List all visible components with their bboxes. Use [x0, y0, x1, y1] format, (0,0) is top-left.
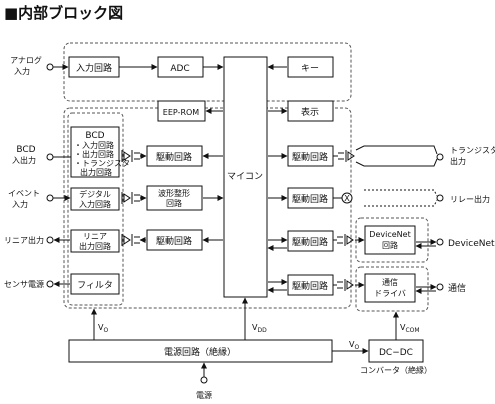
bcd-line-4: ・トランジスタ: [74, 159, 130, 168]
comm-driver-block: [364, 273, 416, 303]
relay-label: リレー出力: [450, 194, 490, 204]
filter-block: [70, 273, 120, 295]
linear-output-block: [70, 229, 120, 253]
bcd-line-2: ・入力回路: [74, 140, 114, 150]
bcd-line-1: BCD: [85, 131, 104, 141]
linear-line-2: 出力回路: [79, 241, 111, 251]
optocoupler-left-3: [121, 234, 140, 246]
terminal-sensor: [46, 280, 54, 288]
bcd-line-3: ・出力回路: [74, 149, 114, 159]
drive-block-left-1: [146, 145, 203, 167]
devicenet-circuit-line-1: DeviceNet: [369, 230, 410, 239]
input-circuit-label: 入力回路: [76, 62, 112, 74]
event-label-1: イベント: [8, 189, 40, 198]
drive-block-right-3: [287, 230, 334, 252]
devicenet-label: DeviceNet: [448, 239, 495, 249]
analog-label-2: 入力: [14, 66, 30, 76]
terminal-power: [200, 376, 208, 384]
optocoupler-left-2: [121, 192, 140, 204]
linear-out-label: リニア出力: [4, 235, 44, 245]
key-block: [287, 56, 334, 78]
optocoupler-right-4: [337, 279, 354, 291]
vcom-label: VCOM: [400, 323, 420, 334]
drive-label-right-1: 駆動回路: [292, 151, 328, 163]
terminal-event: [46, 194, 54, 202]
terminal-linear: [46, 236, 54, 244]
power-circuit-label: 電源回路（絶縁）: [164, 346, 236, 358]
drive-label-right-2: 駆動回路: [292, 193, 328, 205]
optocoupler-right-3: [337, 234, 354, 246]
waveshape-block: [146, 185, 203, 211]
analog-label-1: アナログ: [10, 55, 42, 65]
terminal-relay: [436, 194, 444, 202]
terminal-bcd: [46, 153, 54, 161]
bcd-line-5: 出力回路: [80, 167, 112, 177]
display-block: [287, 100, 334, 122]
drive-label-left-1: 駆動回路: [156, 151, 192, 163]
transistor-label-2: 出力: [450, 156, 466, 166]
drive-label-right-3: 駆動回路: [292, 236, 328, 248]
transistor-output-wiring: [355, 145, 438, 167]
upper-dashed-group: [63, 42, 352, 102]
comm-label: 通信: [448, 282, 466, 294]
relay-x-label: X: [344, 194, 350, 203]
display-label: 表示: [301, 106, 319, 118]
converter-label: コンバータ（絶縁）: [360, 365, 432, 375]
waveshape-line-2: 回路: [166, 198, 182, 208]
linear-line-1: リニア: [83, 232, 107, 241]
power-supply-label: 電源: [196, 391, 212, 400]
terminal-transistor: [436, 153, 444, 161]
relay-coil-icon: [341, 192, 353, 204]
waveshape-line-1: 波形整形: [158, 188, 190, 198]
digital-input-line-1: デジタル: [79, 189, 111, 199]
key-label: キー: [301, 64, 319, 74]
event-label-2: 入力: [12, 199, 28, 209]
mcu-label: マイコン: [227, 172, 263, 182]
relay-output-wiring: [364, 189, 438, 207]
bcd-io-label-1: BCD: [16, 145, 35, 155]
optocoupler-right-1: [338, 150, 355, 162]
filter-label: フィルタ: [77, 280, 113, 291]
transistor-label-1: トランジスタ: [450, 146, 495, 155]
comm-dashed-group: [355, 266, 429, 312]
devicenet-circuit-line-2: 回路: [382, 240, 398, 250]
terminal-analog: [46, 63, 54, 71]
digital-input-line-2: 入力回路: [79, 199, 111, 209]
terminal-devicenet: [436, 238, 444, 246]
comm-driver-line-2: ドライバ: [374, 289, 406, 298]
adc-label: ADC: [170, 64, 189, 74]
drive-block-left-2: [146, 229, 203, 251]
bcd-io-label-2: 入出力: [12, 155, 36, 165]
vdd-label: VDD: [252, 323, 267, 334]
vo-label-right: VO: [349, 340, 359, 351]
dcdc-label: DC−DC: [379, 348, 413, 358]
drive-label-right-4: 駆動回路: [292, 280, 328, 292]
terminal-comm: [436, 283, 444, 291]
drive-label-left-2: 駆動回路: [156, 235, 192, 247]
sensor-power-label: センサ電源: [4, 280, 44, 289]
eeprom-block: [157, 100, 206, 122]
optocoupler-left-1: [121, 150, 140, 162]
vo-label-left: VO: [98, 323, 108, 334]
comm-driver-line-1: 通信: [382, 277, 398, 287]
eeprom-label: EEP-ROM: [163, 108, 200, 117]
diagram-title: ■内部ブロック図: [4, 4, 123, 22]
bcd-block: [70, 126, 120, 178]
io-dashed-group: [67, 112, 124, 306]
mcu-block: [223, 56, 268, 298]
devicenet-circuit-block: [364, 225, 416, 255]
digital-input-block: [70, 187, 120, 211]
